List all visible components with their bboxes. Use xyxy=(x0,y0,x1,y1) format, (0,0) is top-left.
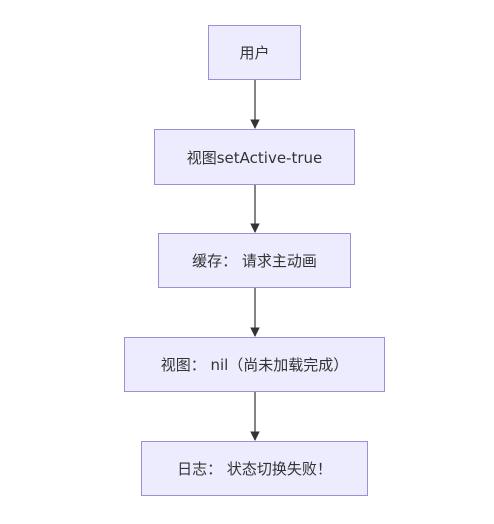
node-cache-request-label: 缓存： 请求主动画 xyxy=(192,252,317,270)
node-log-failure: 日志： 状态切换失败！ xyxy=(141,441,368,496)
node-cache-request: 缓存： 请求主动画 xyxy=(158,233,351,288)
node-view-set-active-label: 视图setActive-true xyxy=(186,148,323,167)
node-user: 用户 xyxy=(208,25,301,80)
node-view-nil: 视图： nil（尚未加载完成） xyxy=(124,337,385,392)
node-view-nil-label: 视图： nil（尚未加载完成） xyxy=(160,356,349,374)
node-view-set-active: 视图setActive-true xyxy=(154,129,355,185)
node-log-failure-label: 日志： 状态切换失败！ xyxy=(177,460,332,478)
node-user-label: 用户 xyxy=(239,44,270,62)
